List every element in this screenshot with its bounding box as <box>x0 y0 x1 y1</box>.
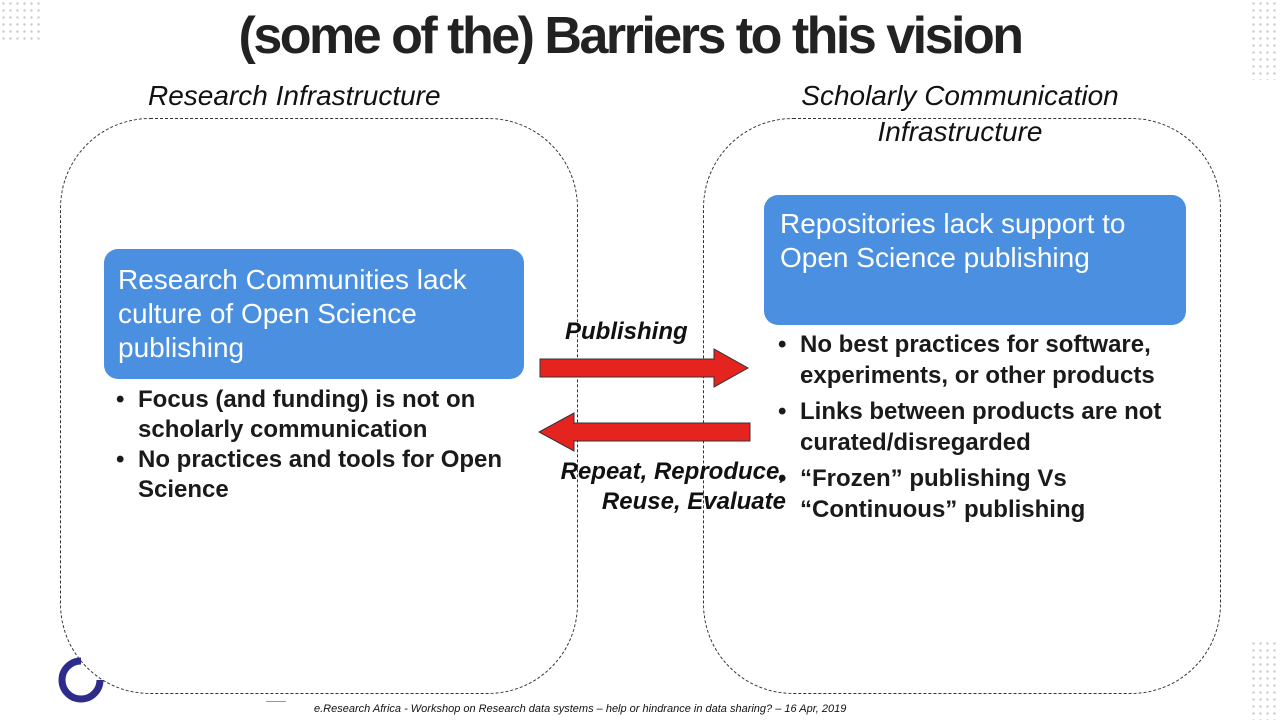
right-heading-line2: Infrastructure <box>877 116 1043 147</box>
slide-footer: e.Research Africa - Workshop on Research… <box>314 703 847 715</box>
publishing-label: Publishing <box>565 318 688 345</box>
arrow-right-icon <box>539 348 750 388</box>
right-panel <box>703 118 1221 694</box>
right-heading-line1: Scholarly Communication <box>801 80 1119 111</box>
decorative-dots <box>1250 0 1280 80</box>
bullet-item: No best practices for software, experime… <box>772 330 1172 391</box>
decorative-dots <box>1250 640 1280 720</box>
decorative-dots <box>0 0 44 44</box>
slide-title: (some of the) Barriers to this vision <box>238 7 1025 65</box>
bullet-item: Focus (and funding) is not on scholarly … <box>110 385 530 445</box>
partner-logo-icon <box>266 693 286 702</box>
bullet-item: “Frozen” publishing Vs “Continuous” publ… <box>772 464 1172 525</box>
left-callout: Research Communities lack culture of Ope… <box>104 249 524 379</box>
right-callout: Repositories lack support to Open Scienc… <box>764 195 1186 325</box>
organization-logo-icon <box>58 657 104 703</box>
left-heading: Research Infrastructure <box>148 80 441 111</box>
right-bullets: No best practices for software, experime… <box>772 330 1172 531</box>
bullet-item: No practices and tools for Open Science <box>110 445 530 505</box>
left-panel <box>60 118 578 694</box>
arrow-left-icon <box>537 412 751 452</box>
reuse-label-line2: Reuse, Evaluate <box>601 488 786 515</box>
bullet-item: Links between products are not curated/d… <box>772 397 1172 458</box>
right-heading: Scholarly Communication Infrastructure <box>700 78 1220 150</box>
reuse-label-line1: Repeat, Reproduce, <box>560 458 786 485</box>
reuse-label: Repeat, Reproduce, Reuse, Evaluate <box>500 457 786 517</box>
left-bullets: Focus (and funding) is not on scholarly … <box>110 385 530 505</box>
